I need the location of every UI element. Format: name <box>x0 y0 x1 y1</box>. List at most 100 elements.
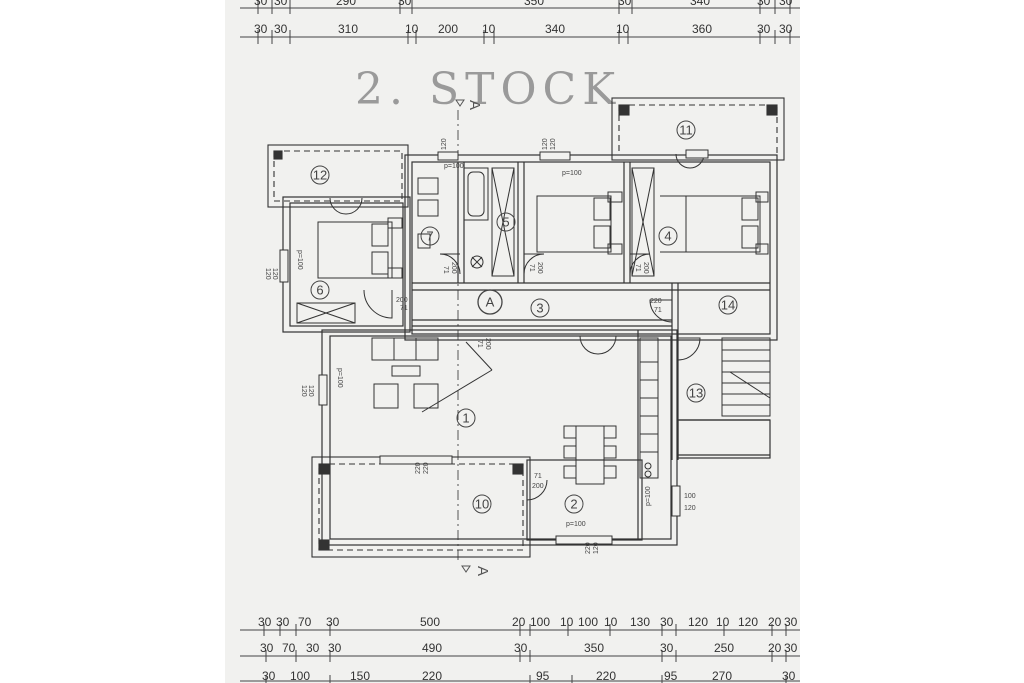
dim-text: 30 <box>260 641 274 655</box>
window-label: p=100 <box>296 250 303 270</box>
dim-text: 30 <box>262 669 276 683</box>
door-label: 71 <box>400 305 408 312</box>
dim-text: 30 <box>398 0 412 8</box>
axis-label: A <box>486 295 495 310</box>
room-label: 4 <box>664 229 671 244</box>
interior-walls <box>412 162 771 540</box>
dim-text: 10 <box>604 615 618 629</box>
window-label: p=100 <box>566 521 586 528</box>
dim-text: 270 <box>712 669 732 683</box>
dim-text: 20 <box>512 615 526 629</box>
dim-text: 20 <box>768 615 782 629</box>
staircase <box>721 337 771 417</box>
window-label: 100 <box>684 493 696 500</box>
dim-text: 350 <box>524 0 544 8</box>
window-label: 120 <box>684 505 696 512</box>
room-label: 5 <box>502 215 509 230</box>
dim-text: 100 <box>578 615 598 629</box>
dim-text: 10 <box>482 22 496 36</box>
door-label: 71 <box>528 264 535 272</box>
window-label: p=100 <box>444 163 464 170</box>
room-label: 6 <box>316 283 323 298</box>
section-marker-top: A <box>466 100 483 110</box>
dim-text: 490 <box>422 641 442 655</box>
furniture-dining <box>563 337 659 485</box>
window-label: p=100 <box>562 170 582 177</box>
dim-text: 10 <box>616 22 630 36</box>
dim-text: 70 <box>282 641 296 655</box>
dim-text: 30 <box>514 641 528 655</box>
door-label: 71 <box>442 266 449 274</box>
room-label: 1 <box>462 411 469 426</box>
section-arrow-top <box>455 99 465 107</box>
dim-text: 350 <box>584 641 604 655</box>
door-label: 200 <box>396 297 408 304</box>
dim-text: 340 <box>690 0 710 8</box>
dim-text: 100 <box>290 669 310 683</box>
window-label: 120 <box>593 542 600 554</box>
dim-text: 30 <box>274 22 288 36</box>
dim-text: 290 <box>336 0 356 8</box>
dim-text: 30 <box>782 669 796 683</box>
dim-text: 30 <box>258 615 272 629</box>
windows <box>279 149 709 545</box>
room-label: 7 <box>426 229 433 244</box>
bottom-dimension-lines <box>240 624 800 683</box>
furniture-wardrobes <box>296 167 655 324</box>
dim-text: 220 <box>422 669 442 683</box>
dim-text: 95 <box>536 669 550 683</box>
plan-sheet: 30 30 290 30 350 30 340 30 30 30 30 310 … <box>225 0 800 683</box>
dim-text: 130 <box>630 615 650 629</box>
top-dimension-lines <box>240 0 800 44</box>
door-label: 200 <box>484 338 491 350</box>
top-dimension-texts-row1: 30 30 290 30 350 30 340 30 30 <box>254 0 793 8</box>
room-label: 3 <box>536 301 543 316</box>
section-arrow-bottom <box>461 565 471 573</box>
window-label: 120 <box>542 138 549 150</box>
dim-text: 340 <box>545 22 565 36</box>
dim-text: 30 <box>254 0 268 8</box>
door-label: 71 <box>476 340 483 348</box>
dim-text: 310 <box>338 22 358 36</box>
window-label: 120 <box>550 138 557 150</box>
dim-text: 120 <box>688 615 708 629</box>
window-label: 120 <box>441 138 448 150</box>
dim-text: 20 <box>768 641 782 655</box>
dim-text: 30 <box>784 615 798 629</box>
door-swings <box>329 153 705 501</box>
dim-text: 30 <box>326 615 340 629</box>
dim-text: 30 <box>779 0 793 8</box>
opening-annotations: 120 120 p=100 120 120 p=100 120 120 p=10… <box>264 138 696 554</box>
dim-text: 30 <box>660 615 674 629</box>
dim-text: 100 <box>530 615 550 629</box>
dim-text: 95 <box>664 669 678 683</box>
door-label: 71 <box>534 473 542 480</box>
dim-text: 220 <box>596 669 616 683</box>
dim-text: 30 <box>306 641 320 655</box>
dim-text: 500 <box>420 615 440 629</box>
dim-text: 30 <box>328 641 342 655</box>
dim-text: 30 <box>779 22 793 36</box>
dim-text: 10 <box>716 615 730 629</box>
window-label: 120 <box>271 268 278 280</box>
dim-text: 10 <box>560 615 574 629</box>
section-marker-bottom: A <box>474 566 491 576</box>
floor-plan-drawing: 30 30 290 30 350 30 340 30 30 30 30 310 … <box>240 0 800 683</box>
dim-text: 120 <box>738 615 758 629</box>
bottom-dimension-texts-row3: 30 100 150 220 95 220 95 270 30 <box>262 669 796 683</box>
window-label: 120 <box>307 385 314 397</box>
dim-text: 30 <box>784 641 798 655</box>
balconies <box>267 97 785 558</box>
door-label: 200 <box>450 262 457 274</box>
dim-text: 360 <box>692 22 712 36</box>
window-label: 220 <box>423 462 430 474</box>
window-label: p=100 <box>336 368 343 388</box>
dim-text: 150 <box>350 669 370 683</box>
dim-text: 200 <box>438 22 458 36</box>
window-label: p=100 <box>645 486 652 506</box>
furniture-beds <box>317 191 769 279</box>
door-label: 200 <box>532 483 544 490</box>
furniture-living <box>371 337 493 413</box>
dim-text: 30 <box>618 0 632 8</box>
bottom-dimension-texts-row1: 30 30 70 30 500 20 100 10 100 10 130 30 … <box>258 615 798 629</box>
